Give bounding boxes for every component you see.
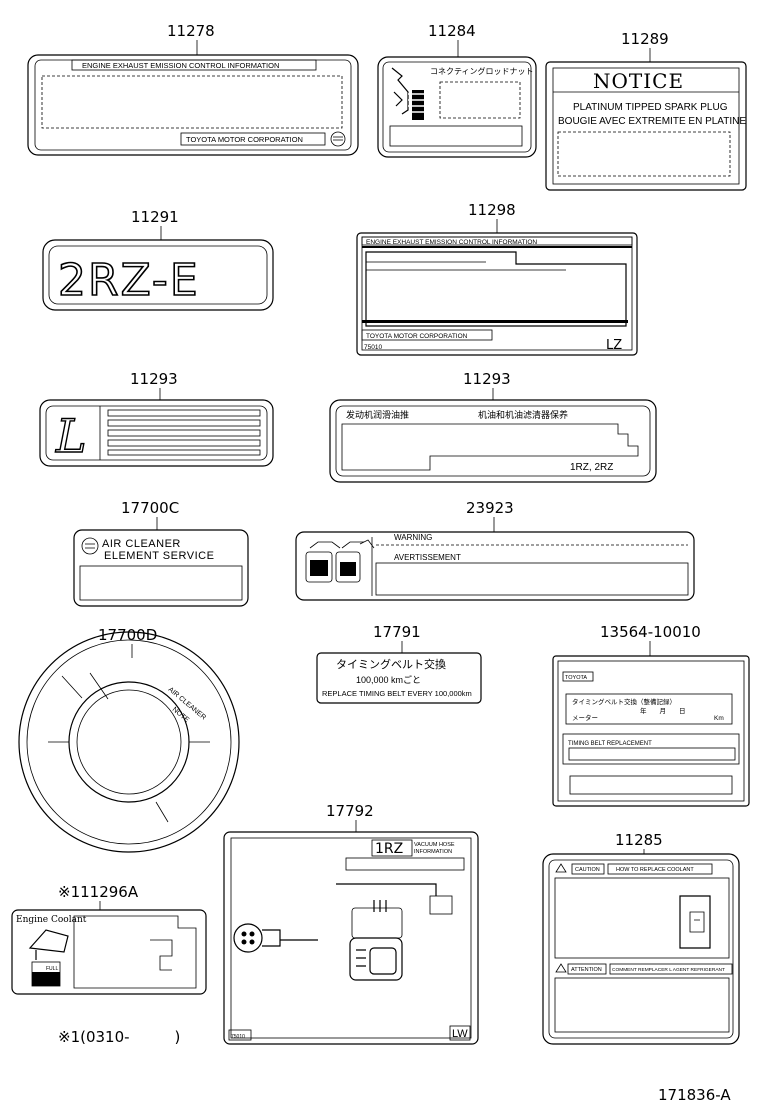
part-number-11293-b: 11293: [463, 370, 511, 388]
caution-text: CAUTION: [575, 867, 600, 873]
vacuum-hose-line-1: VACUUM HOSE: [414, 842, 455, 848]
label-17791[interactable]: 17791 タイミングベルト交換 100,000 kmごと REPLACE TI…: [316, 623, 482, 704]
rz-models-text: 1RZ, 2RZ: [570, 462, 613, 473]
toyota-corp-text: TOYOTA MOTOR CORPORATION: [186, 135, 303, 144]
lz-text: LZ: [606, 338, 622, 353]
comment-remplacer-text: COMMENT REMPLACER L AGENT REFRIGERANT: [612, 967, 725, 973]
part-number-11291: 11291: [131, 208, 179, 226]
connecting-rod-text: コネクティングロッドナット: [430, 66, 534, 76]
label-17700d[interactable]: 17700D AIR CLEANER NOTE: [18, 626, 240, 853]
figure-id-text: 171836-A: [658, 1086, 731, 1104]
emission-header-text-2: ENGINE EXHAUST EMISSION CONTROL INFORMAT…: [366, 239, 537, 246]
km-unit-text: Km: [714, 715, 724, 722]
emission-header-text: ENGINE EXHAUST EMISSION CONTROL INFORMAT…: [82, 61, 279, 70]
date-fields: 年 月 日: [640, 706, 686, 715]
how-to-replace-text: HOW TO REPLACE COOLANT: [616, 867, 694, 873]
label-11298[interactable]: 11298 ENGINE EXHAUST EMISSION CONTROL IN…: [356, 201, 638, 356]
engine-coolant-text: Engine Coolant: [16, 915, 87, 925]
fuel-filter-icon: [305, 539, 375, 583]
part-number-17792: 17792: [326, 802, 374, 820]
platinum-line-2: BOUGIE AVEC EXTREMITE EN PLATINE: [558, 116, 746, 127]
part-number-17700c: 17700C: [121, 499, 179, 517]
timing-en-text: REPLACE TIMING BELT EVERY 100,000km: [322, 689, 472, 698]
l-letter-text: L: [55, 409, 87, 463]
part-number-11298: 11298: [468, 201, 516, 219]
full-text: FULL: [46, 966, 58, 972]
lw-text: LW: [452, 1028, 468, 1040]
label-17700c[interactable]: 17700C AIR CLEANER ELEMENT SERVICE: [73, 499, 249, 607]
low-text: LOW: [46, 978, 58, 984]
air-cleaner-line-1: AIR CLEANER: [102, 538, 181, 550]
toyota-small-text: TOYOTA: [565, 675, 587, 681]
label-23923[interactable]: 23923 WARNING AVERTISSEMENT: [295, 499, 695, 601]
radiator-cap-icon: [679, 895, 711, 949]
part-number-11284: 11284: [428, 22, 476, 40]
coolant-jug-icon: [28, 929, 69, 987]
part-number-111296a: ※111296A: [58, 883, 139, 901]
label-11278[interactable]: 11278 ENGINE EXHAUST EMISSION CONTROL IN…: [27, 22, 359, 156]
chinese-text-left: 发动机润滑油推: [346, 409, 409, 421]
timing-jp-text: タイミングベルト交換: [336, 657, 446, 671]
timing-km-text: 100,000 kmごと: [356, 674, 421, 685]
label-11293-cn[interactable]: 11293 发动机润滑油推 机油和机油滤清器保养 1RZ, 2RZ: [329, 370, 657, 483]
part-number-11293-a: 11293: [130, 370, 178, 388]
part-number-11285: 11285: [615, 831, 663, 849]
part-number-13564: 13564-10010: [600, 623, 701, 641]
vacuum-hose-line-2: INFORMATION: [414, 849, 452, 855]
notice-text: NOTICE: [593, 69, 684, 93]
chinese-text-right: 机油和机油滤清器保养: [478, 409, 568, 421]
part-number-11289: 11289: [621, 30, 669, 48]
label-111296a[interactable]: ※111296A Engine Coolant FULL LOW: [11, 883, 207, 995]
label-11285[interactable]: 11285 CAUTION HOW TO REPLACE COOLANT ATT…: [542, 831, 740, 1045]
wrench-icon: [391, 67, 428, 120]
label-11291[interactable]: 11291 2RZ-E: [42, 208, 274, 311]
attention-text: ATTENTION: [571, 967, 602, 973]
part-number-11278: 11278: [167, 22, 215, 40]
part-number-17791: 17791: [373, 623, 421, 641]
footnote-text: ※1(0310- ): [58, 1028, 180, 1046]
vacuum-engine-text: 1RZ: [375, 841, 403, 857]
label-11293-l[interactable]: 11293 L: [39, 370, 274, 467]
timing-record-jp: タイミングベルト交換（整備記録）: [572, 697, 676, 706]
vacuum-diagram-icon: [233, 883, 453, 981]
platinum-line-1: PLATINUM TIPPED SPARK PLUG: [573, 102, 728, 113]
part-number-23923: 23923: [466, 499, 514, 517]
label-11284[interactable]: 11284 コネクティングロッドナット: [377, 22, 537, 158]
code-small-text: 75010: [231, 1034, 245, 1040]
code-75010-text: 75010: [364, 344, 382, 351]
air-cleaner-line-2: ELEMENT SERVICE: [104, 550, 214, 562]
label-17792[interactable]: 17792 1RZ VACUUM HOSE INFORMATION 75010: [223, 802, 479, 1045]
meter-text: メーター: [572, 713, 598, 722]
part-number-17700d: 17700D: [98, 626, 157, 644]
timing-belt-replacement-text: TIMING BELT REPLACEMENT: [568, 741, 652, 747]
avertissement-text: AVERTISSEMENT: [394, 553, 461, 562]
engine-name-text: 2RZ-E: [58, 255, 200, 306]
toyota-corp-text-2: TOYOTA MOTOR CORPORATION: [366, 333, 468, 340]
warning-text: WARNING: [394, 533, 432, 542]
stripe-lines: [107, 409, 261, 456]
label-11289[interactable]: 11289 NOTICE PLATINUM TIPPED SPARK PLUG …: [545, 30, 747, 191]
label-13564[interactable]: 13564-10010 TOYOTA タイミングベルト交換（整備記録） 年 月 …: [552, 623, 750, 807]
